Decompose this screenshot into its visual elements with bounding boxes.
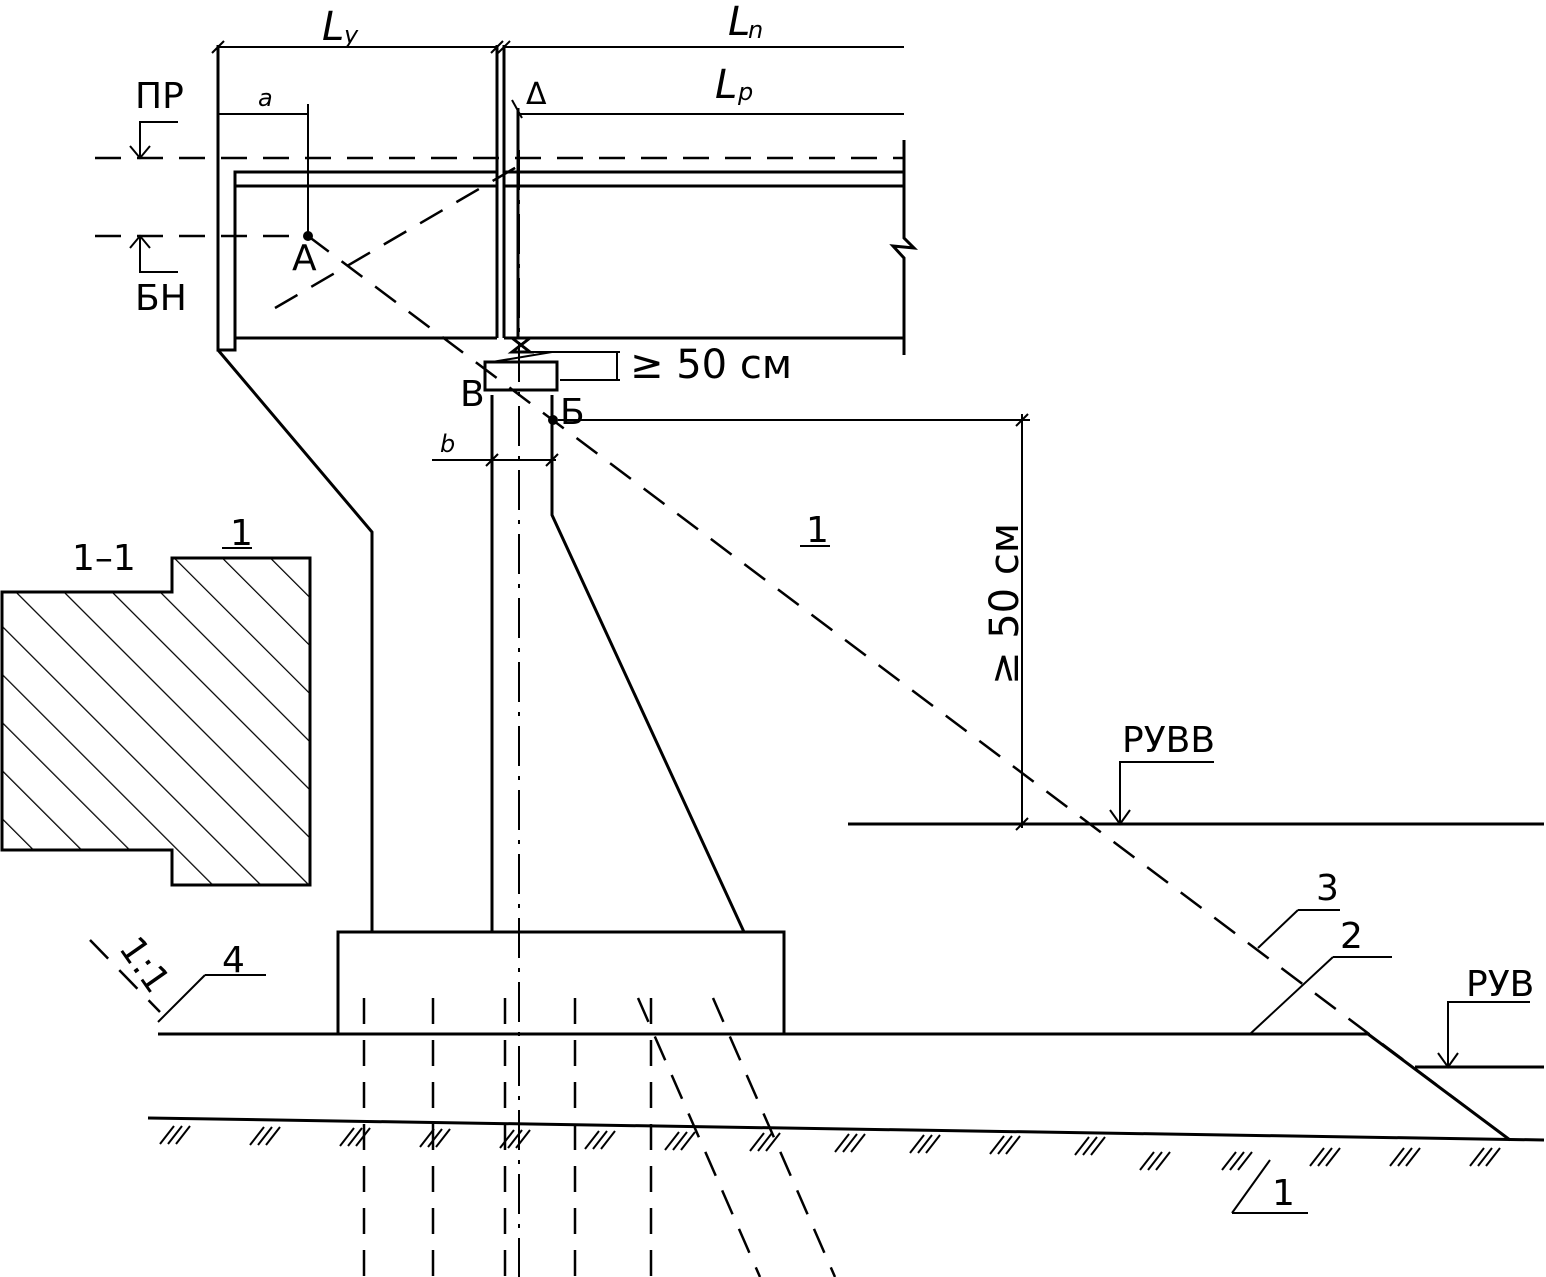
callout-3: 3	[1316, 868, 1339, 909]
clearance-horizontal-dim	[530, 351, 620, 381]
slope-label: 1:1	[111, 930, 178, 1001]
dimension-lines	[211, 40, 904, 235]
callout-1-bottom: 1	[1272, 1173, 1295, 1214]
dim-ly-label: L	[322, 4, 344, 50]
section-title: 1–1	[72, 538, 136, 579]
dim-lp-subscript: p	[737, 78, 753, 106]
dim-ln-subscript: n	[748, 16, 763, 44]
water-levels	[848, 761, 1544, 1069]
clearance-horizontal-label: ≥ 50 см	[630, 342, 792, 388]
dim-ly-subscript: y	[343, 21, 359, 49]
point-b-label: Б	[560, 392, 585, 433]
point-v-label: В	[460, 374, 485, 415]
ground-hatching	[159, 1125, 1501, 1171]
level-bn-label: БН	[135, 278, 187, 319]
clearance-vertical-label: ≥ 50 см	[982, 523, 1028, 685]
cross-section-1-1	[0, 556, 312, 887]
dim-ln-label: L	[728, 0, 750, 45]
dim-b-line	[432, 453, 559, 467]
point-a-label: А	[292, 238, 317, 279]
level-ruvv-label: РУВВ	[1122, 720, 1215, 761]
callout-1-top: 1	[806, 510, 829, 551]
level-pr-label: ПР	[135, 76, 184, 117]
dim-lp-label: L	[715, 62, 737, 108]
ground-lines	[147, 909, 1545, 1214]
callout-2: 2	[1340, 916, 1363, 957]
dim-b-label: b	[440, 430, 455, 458]
dim-delta-label: Δ	[526, 77, 547, 112]
callout-4: 4	[222, 940, 245, 981]
level-lines	[95, 121, 904, 273]
section-marker: 1	[230, 513, 253, 554]
dim-a-label: a	[258, 84, 273, 112]
level-ruv-label: РУВ	[1466, 964, 1534, 1005]
dashed-construction-lines	[89, 163, 1511, 1277]
superstructure	[216, 45, 919, 355]
